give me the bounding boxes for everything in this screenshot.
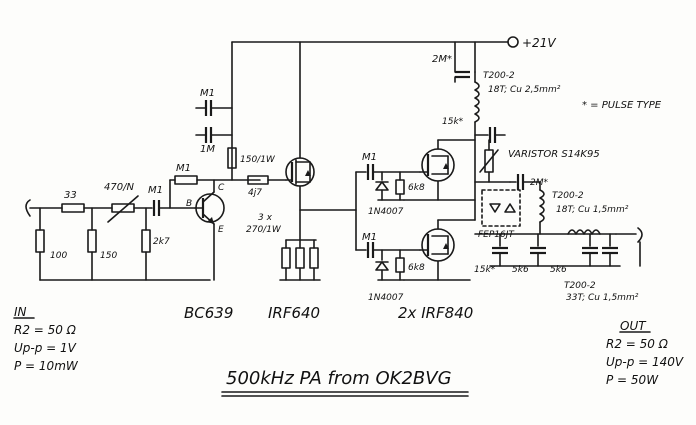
label-2m-out: 2M* <box>530 178 548 188</box>
inductor-t200-2 <box>539 189 545 223</box>
label-100: 100 <box>50 251 67 261</box>
label-t200-1-spec: 18T; Cu 2,5mm² <box>488 85 561 95</box>
label-bc639: BC639 <box>184 304 233 322</box>
label-15k: 15k* <box>442 117 464 127</box>
label-2m: 2M* <box>432 54 452 65</box>
label-5k6-2: 5k6 <box>550 265 567 275</box>
label-33: 33 <box>64 190 77 201</box>
label-t200-3-spec: 33T; Cu 1,5mm² <box>566 293 639 303</box>
resistor-150-1w <box>227 147 237 169</box>
label-150: 150 <box>100 251 117 261</box>
output-network <box>474 174 643 267</box>
label-pin-c: C <box>218 183 225 193</box>
resistors-3x <box>279 239 321 281</box>
label-2k7: 2k7 <box>153 237 170 247</box>
label-irf840: 2x IRF840 <box>398 304 473 322</box>
resistor-2k7 <box>141 229 151 253</box>
resistor-33 <box>61 203 85 213</box>
label-15k-out: 15k* <box>474 265 496 275</box>
label-pin-e: E <box>218 225 224 235</box>
label-150-1w: 150/1W <box>240 155 276 165</box>
out-line2: Up-p = 140V <box>606 355 684 369</box>
label-m1-base: M1 <box>176 163 191 174</box>
label-6k8-1: 6k8 <box>408 183 425 193</box>
label-pin-b: B <box>186 199 192 209</box>
label-varistor: VARISTOR S14K95 <box>508 149 600 160</box>
pulse-note: * = PULSE TYPE <box>582 100 662 111</box>
resistor-100 <box>35 229 45 253</box>
supply-rail <box>231 36 519 181</box>
input-connector <box>25 199 31 217</box>
label-6k8-2: 6k8 <box>408 263 425 273</box>
inductor-t200-1 <box>474 81 480 123</box>
drain-network <box>454 70 511 221</box>
decoupling <box>195 100 287 185</box>
label-t200-1: T200-2 <box>483 71 515 81</box>
in-line1: R2 = 50 Ω <box>14 323 77 337</box>
label-1m: 1M <box>200 144 215 155</box>
fep-diode-box <box>481 189 521 227</box>
label-t200-2-spec: 18T; Cu 1,5mm² <box>556 205 629 215</box>
inductor-t200-3 <box>567 229 601 235</box>
transistor-bc639 <box>169 175 261 281</box>
label-d1: 1N4007 <box>368 207 404 217</box>
gate-drive <box>355 164 421 281</box>
in-heading: IN <box>14 305 27 319</box>
supply-label: +21V <box>522 36 556 50</box>
label-5k6-1: 5k6 <box>512 265 529 275</box>
label-m1-g1: M1 <box>362 152 377 163</box>
resistor-150 <box>87 229 97 253</box>
in-line2: Up-p = 1V <box>14 341 77 355</box>
mosfets-irf840 <box>403 139 476 281</box>
output-connector <box>637 227 643 243</box>
label-irf640: IRF640 <box>268 304 320 322</box>
label-t200-3: T200-2 <box>564 281 596 291</box>
out-heading: OUT <box>620 319 647 333</box>
out-line3: P = 50W <box>606 373 659 387</box>
label-270-1w: 270/1W <box>246 225 282 235</box>
mosfet-irf640 <box>285 41 357 241</box>
label-d2: 1N4007 <box>368 293 404 303</box>
label-m1-in: M1 <box>148 185 163 196</box>
label-3x: 3 x <box>258 213 273 223</box>
in-line3: P = 10mW <box>14 359 79 373</box>
label-fep: FEP16JT <box>478 230 515 240</box>
diagram-title: 500kHz PA from OK2BVG <box>226 368 452 389</box>
supply-terminal <box>507 36 519 48</box>
resistor-m1-base <box>174 175 198 185</box>
label-m1-dec: M1 <box>200 88 215 99</box>
label-470: 470/N <box>104 182 134 193</box>
label-m1-g2: M1 <box>362 232 377 243</box>
out-line1: R2 = 50 Ω <box>606 337 669 351</box>
input-section <box>25 195 211 281</box>
label-4j7: 4j7 <box>248 188 262 198</box>
label-t200-2: T200-2 <box>552 191 584 201</box>
